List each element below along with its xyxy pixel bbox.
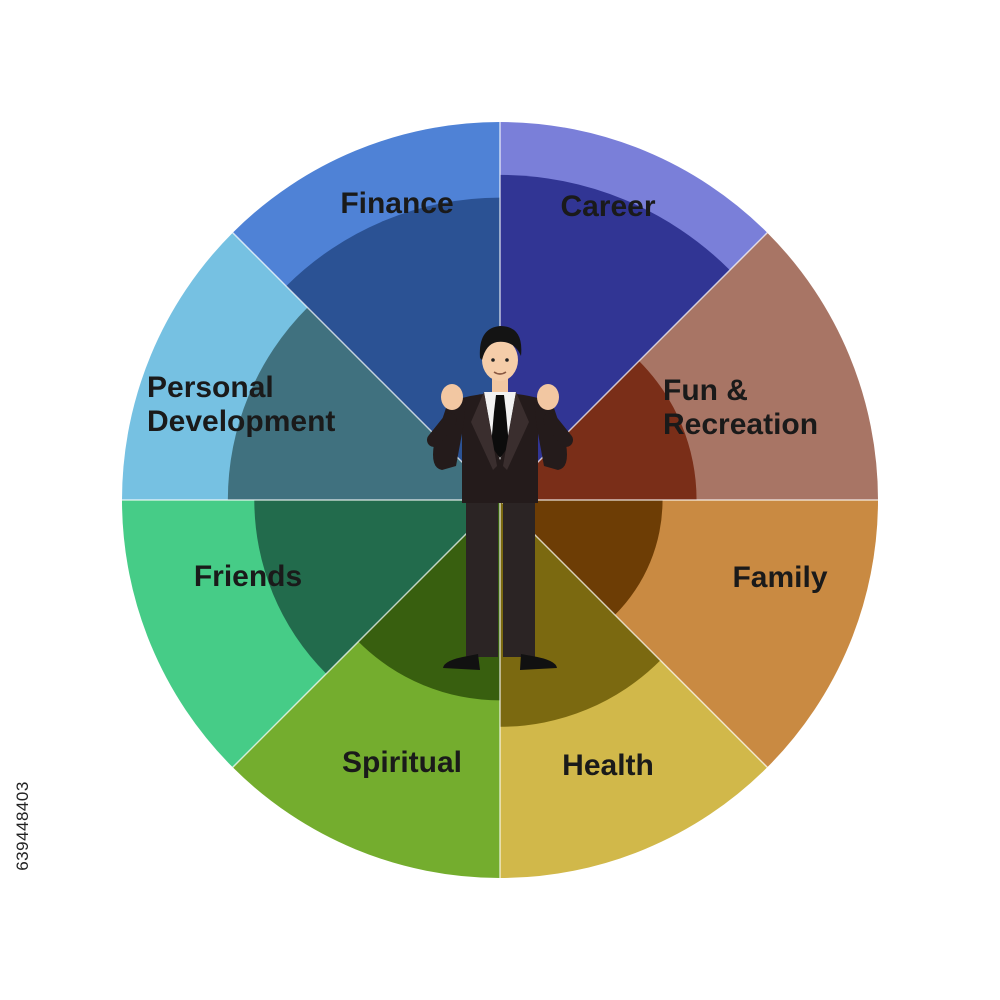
inner-segment-family — [500, 500, 663, 615]
label-spiritual: Spiritual — [342, 746, 462, 779]
label-line: Health — [562, 749, 654, 782]
label-line: Finance — [340, 187, 453, 220]
label-line: Personal — [147, 371, 274, 404]
label-line: Friends — [194, 560, 302, 593]
label-line: Spiritual — [342, 746, 462, 779]
label-career: Career — [560, 190, 655, 223]
inner-segment-spiritual — [358, 500, 500, 701]
label-line: Development — [147, 405, 335, 438]
label-line: Recreation — [663, 408, 818, 441]
label-family: Family — [732, 561, 827, 594]
label-friends: Friends — [194, 560, 302, 593]
inner-segment-personal-development — [227, 307, 500, 500]
label-fun-recreation: Fun &Recreation — [663, 374, 818, 441]
segment-divider — [499, 499, 768, 768]
label-line: Career — [560, 190, 655, 223]
label-finance: Finance — [340, 187, 453, 220]
segment-divider — [232, 499, 501, 768]
inner-segment-health — [500, 500, 661, 727]
inner-segment-friends — [254, 500, 500, 674]
stock-image-id: 639448403 — [8, 756, 38, 896]
label-line: Fun & — [663, 374, 748, 407]
stock-image-id-text: 639448403 — [13, 781, 32, 871]
businessman-figure — [427, 326, 573, 670]
label-line: Family — [732, 561, 827, 594]
label-health: Health — [562, 749, 654, 782]
